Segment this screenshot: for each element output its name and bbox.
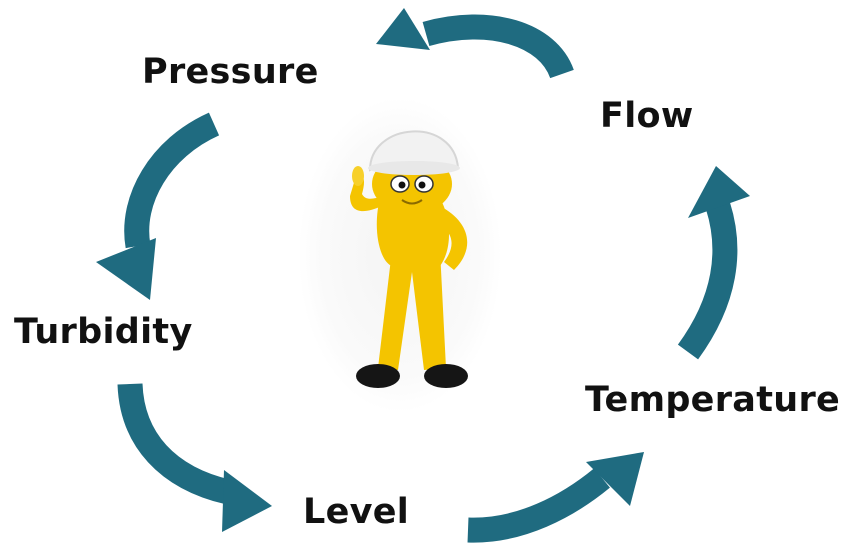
- arrow-flow-to-pressure: [376, 8, 574, 79]
- arrow-pressure-to-turbidity: [96, 112, 220, 300]
- arrow-level-to-temperature: [467, 452, 644, 543]
- arrow-temperature-to-flow: [677, 166, 750, 360]
- node-label-pressure: Pressure: [142, 52, 319, 92]
- node-label-turbidity: Turbidity: [14, 312, 193, 352]
- arrow-turbidity-to-level: [117, 383, 272, 532]
- node-label-flow: Flow: [600, 96, 694, 136]
- node-label-level: Level: [303, 492, 410, 532]
- node-label-temperature: Temperature: [585, 380, 841, 420]
